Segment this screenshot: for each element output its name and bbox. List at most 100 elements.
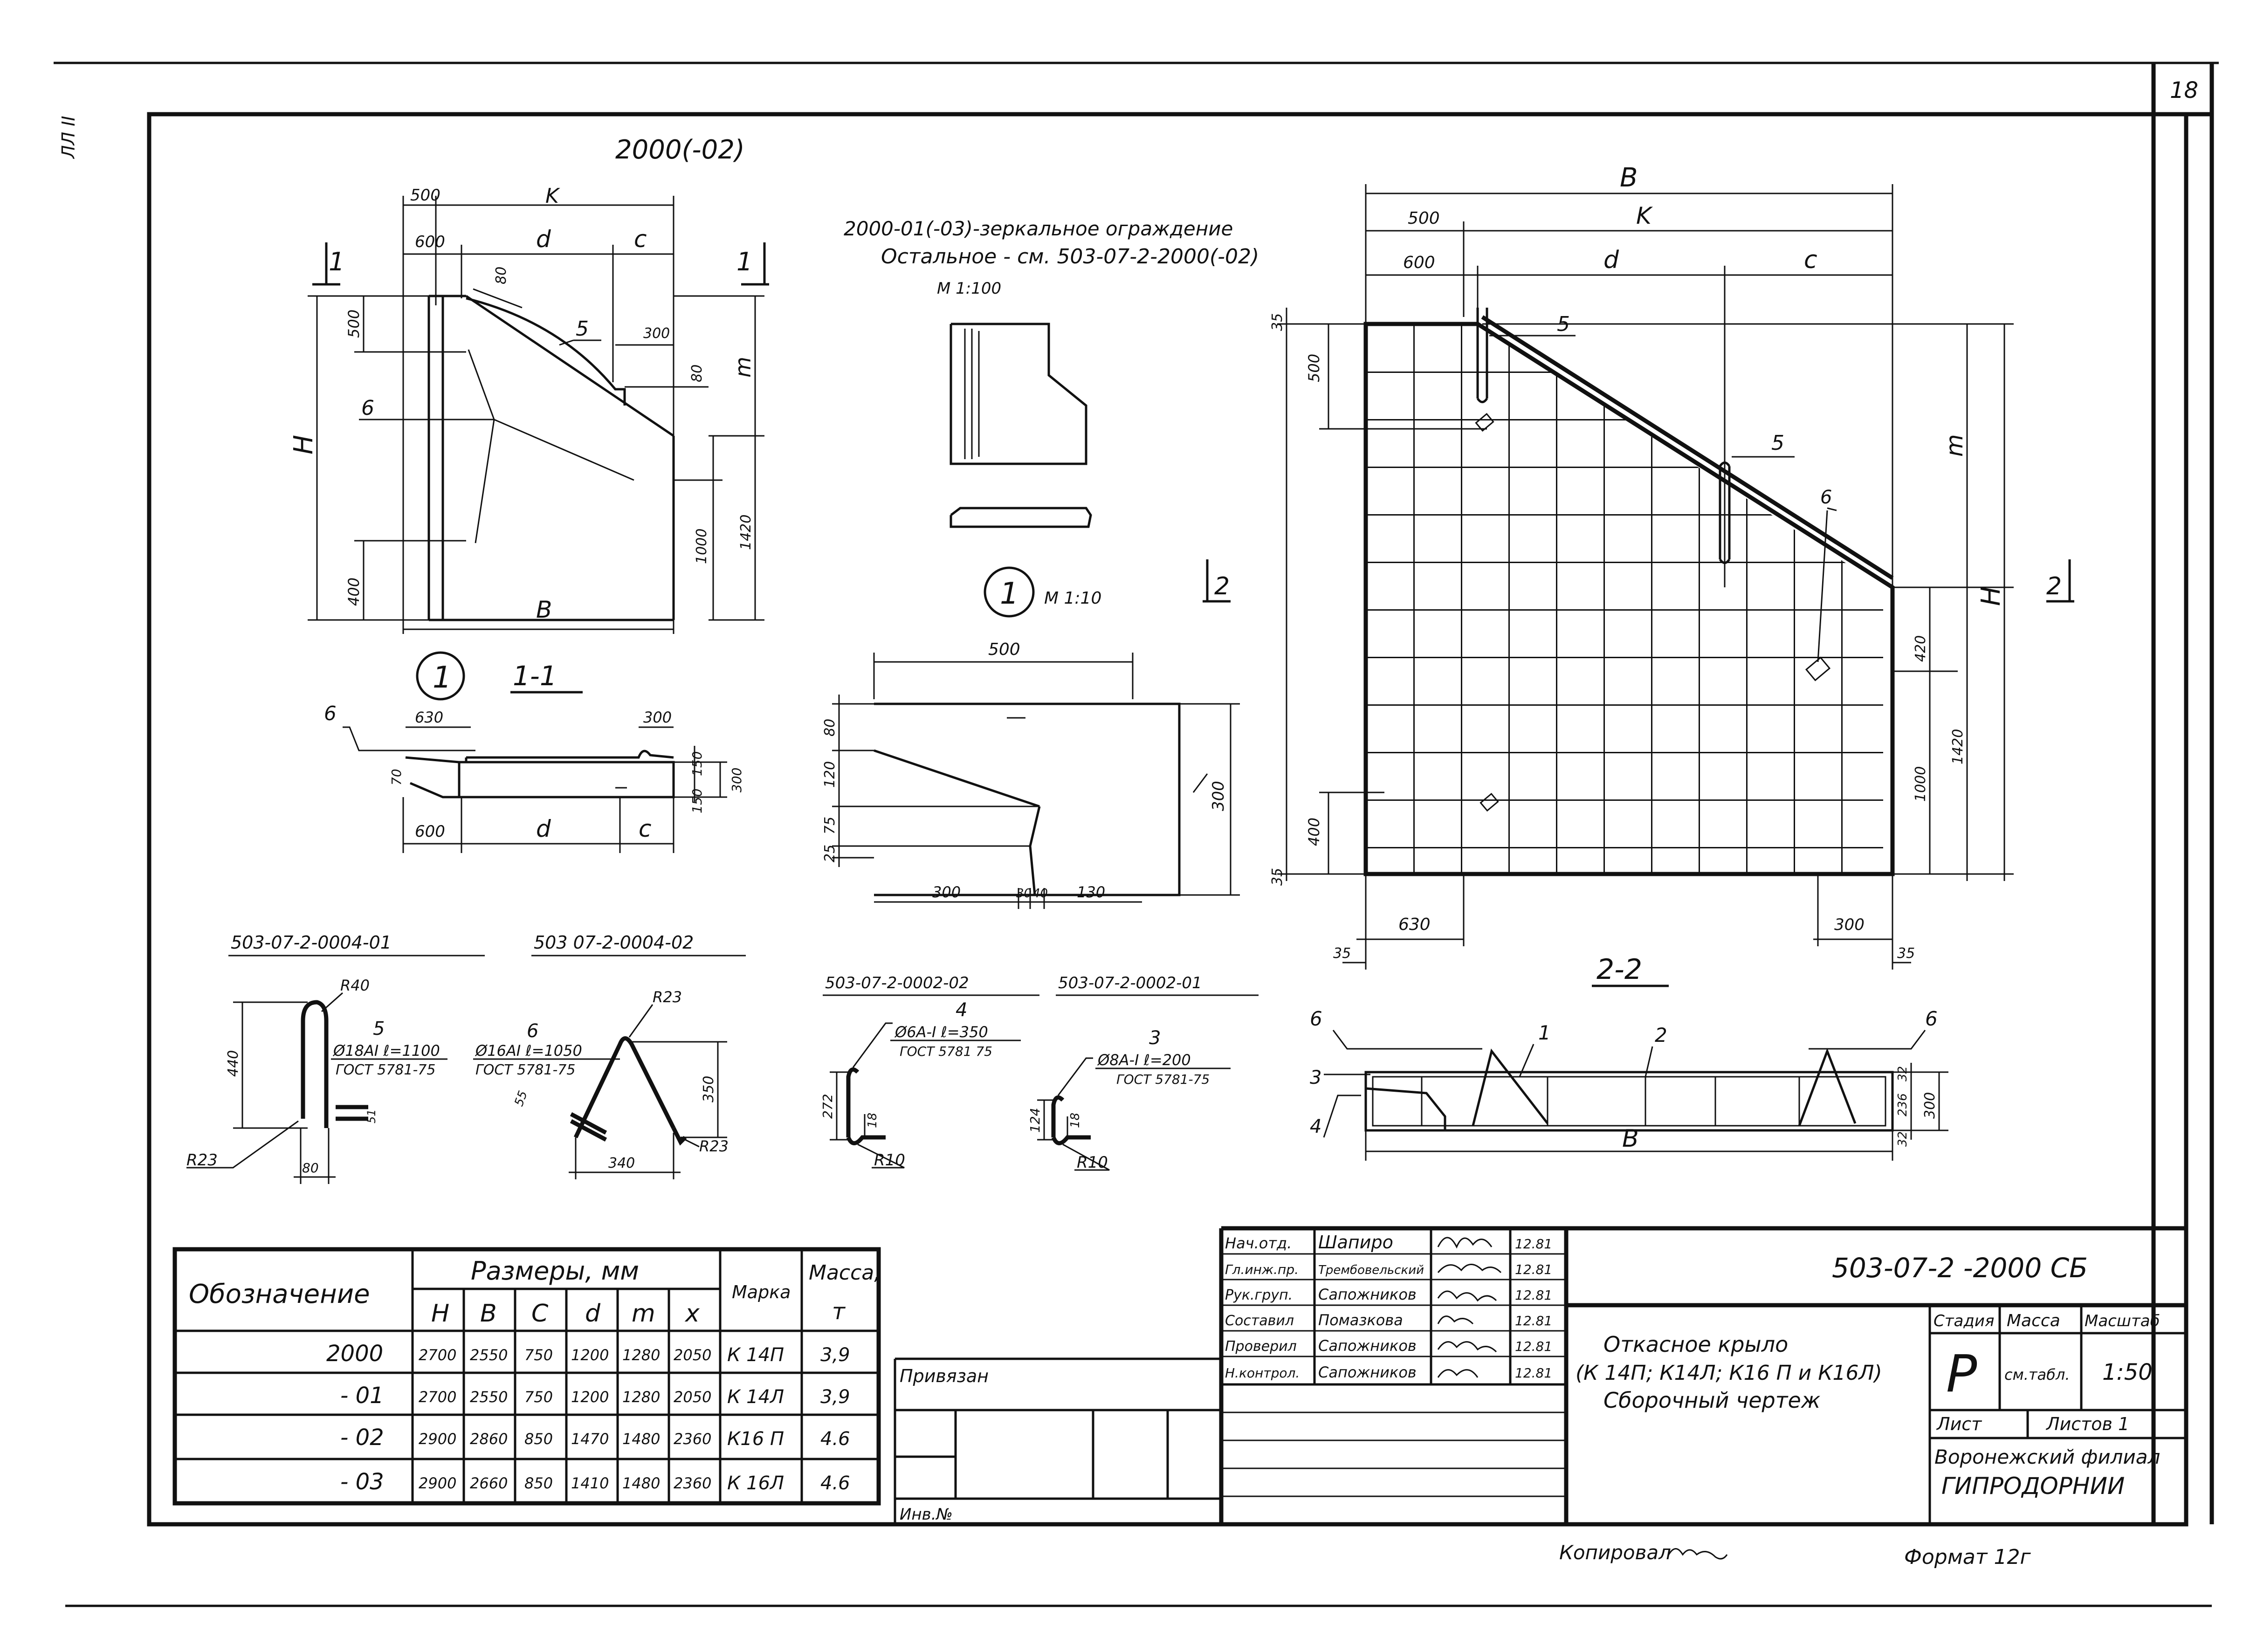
d-300v: 300 [1209,781,1228,811]
detail-scale: М 1:10 [1044,589,1101,608]
bar-gost: ГОСТ 5781-75 [336,1062,435,1078]
bar-gost: ГОСТ 5781-75 [475,1062,575,1078]
bar-tail: 18 [1068,1113,1082,1128]
pos-6: 6 [1820,487,1832,508]
cell: 2360 [674,1430,711,1448]
privyazan-box: Привязан Инв.№ [894,1357,1221,1524]
drawing-code: 503-07-2 -2000 СБ [1832,1252,2088,1284]
dim-80: 80 [493,267,509,284]
dim-32a: 32 [1896,1066,1910,1081]
cell: 2860 [470,1430,508,1448]
bar-code: 503-07-2-0002-01 [1058,974,1202,992]
d-500: 500 [988,640,1020,659]
table-row: - 02 2900 2860 850 1470 1480 2360 К16 П … [340,1425,850,1451]
section-title: 1-1 [513,660,557,692]
bar-6: 503 07-2-0004-02 6 Ø16AI ℓ=1050 ГОСТ 578… [473,932,746,1179]
dim-500v: 500 [345,310,363,338]
dim-1420: 1420 [738,515,754,550]
bar-r23a: R23 [653,988,682,1006]
cell: 1410 [571,1474,609,1492]
date: 12.81 [1515,1339,1552,1354]
bar-r40: R40 [340,977,370,994]
note-line-2: Остальное - см. 503-07-2-2000(-02) [881,245,1259,268]
dim-c: c [639,815,652,842]
bar-5: 503-07-2-0004-01 51 440 R40 R23 80 5 Ø18… [186,932,485,1184]
view-main: B 500 K 600 d c 35 35 500 400 2 2 [1203,163,2074,970]
dim-1420: 1420 [1950,729,1966,764]
header-mass-unit: т [832,1299,846,1325]
bar-spec: Ø18AI ℓ=1100 [332,1042,440,1060]
note-block: 2000-01(-03)-зеркальное ограждение Остал… [844,217,1259,528]
bar-tail: 18 [866,1113,880,1128]
stamp-row: Составил Помазкова 12.81 [1225,1311,1552,1329]
privyazan-title: Привязан [900,1366,989,1386]
row-mark: К16 П [727,1428,784,1450]
bar-r23: R23 [186,1151,218,1170]
note-line-1: 2000-01(-03)-зеркальное ограждение [844,217,1233,240]
row-mass: 4.6 [820,1473,850,1494]
dim-m: m [730,357,756,378]
dim-400: 400 [1305,818,1323,846]
pos-2: 2 [1655,1024,1667,1046]
name: Трембовельский [1318,1263,1424,1277]
stage-value: Р [1946,1344,1977,1404]
col-m: m [632,1300,655,1328]
pos-3: 3 [1310,1067,1321,1088]
stamp-row: Рук.груп. Сапожников 12.81 [1225,1286,1552,1303]
pos-5: 5 [576,317,589,341]
dim-600: 600 [1403,253,1435,272]
d-130: 130 [1077,883,1105,901]
stamp-row: Н.контрол. Сапожников 12.81 [1225,1363,1552,1381]
dim-400: 400 [345,578,363,606]
date: 12.81 [1515,1236,1552,1252]
cell: 2360 [674,1474,711,1492]
row-mark: К 16Л [727,1473,784,1494]
cell: 850 [524,1430,553,1448]
bar-gost: ГОСТ 5781-75 [1116,1072,1210,1087]
dim-35d: 35 [1897,945,1915,962]
dim-150b: 150 [689,789,705,813]
drawing-title-1: Откасное крыло [1603,1332,1788,1357]
row-designation: 2000 [326,1341,383,1367]
bar-tail: 55 [512,1089,530,1108]
row-mass: 3,9 [820,1344,850,1366]
cut-2-left: 2 [1214,572,1230,600]
bar-tail: 51 [365,1109,378,1123]
d-40: 40 [1032,887,1048,901]
bar-w: 340 [608,1155,635,1171]
page-number: 18 [2170,77,2198,103]
dim-35a: 35 [1269,313,1286,331]
bar-h: 440 [225,1050,241,1077]
d-120: 120 [822,761,838,788]
col-C: С [531,1300,549,1328]
date: 12.81 [1515,1287,1552,1303]
cell: 2550 [470,1388,508,1406]
bar-spec: Ø6A-I ℓ=350 [894,1023,988,1041]
bar-pos: 5 [373,1018,385,1039]
cell: 2050 [674,1388,711,1406]
dim-500: 500 [1408,209,1440,228]
cell: 1200 [571,1388,609,1406]
role: Нач.отд. [1225,1234,1292,1252]
bar-h: 272 [820,1094,835,1119]
dim-k: K [545,184,560,208]
header-mark: Марка [732,1282,791,1302]
dim-300: 300 [643,709,672,726]
dim-c: c [1804,246,1817,274]
dim-B: B [1620,163,1638,193]
dim-420: 420 [1913,635,1929,662]
view-title: 2000(-02) [615,135,745,165]
dim-1000: 1000 [1913,766,1929,802]
date: 12.81 [1515,1313,1552,1328]
date: 12.81 [1515,1365,1552,1381]
cell: 2660 [470,1474,508,1492]
copied-signature [1668,1548,1728,1560]
pos-5b: 5 [1771,431,1784,455]
bar-4: 503-07-2-0002-02 4 Ø6A-I ℓ=350 ГОСТ 5781… [820,974,1039,1170]
section-title: 2-2 [1596,953,1642,986]
dim-35b: 35 [1269,868,1286,886]
bar-r23b: R23 [699,1137,729,1155]
dim-600: 600 [415,233,445,251]
sheets-count: Листов 1 [2045,1414,2129,1434]
